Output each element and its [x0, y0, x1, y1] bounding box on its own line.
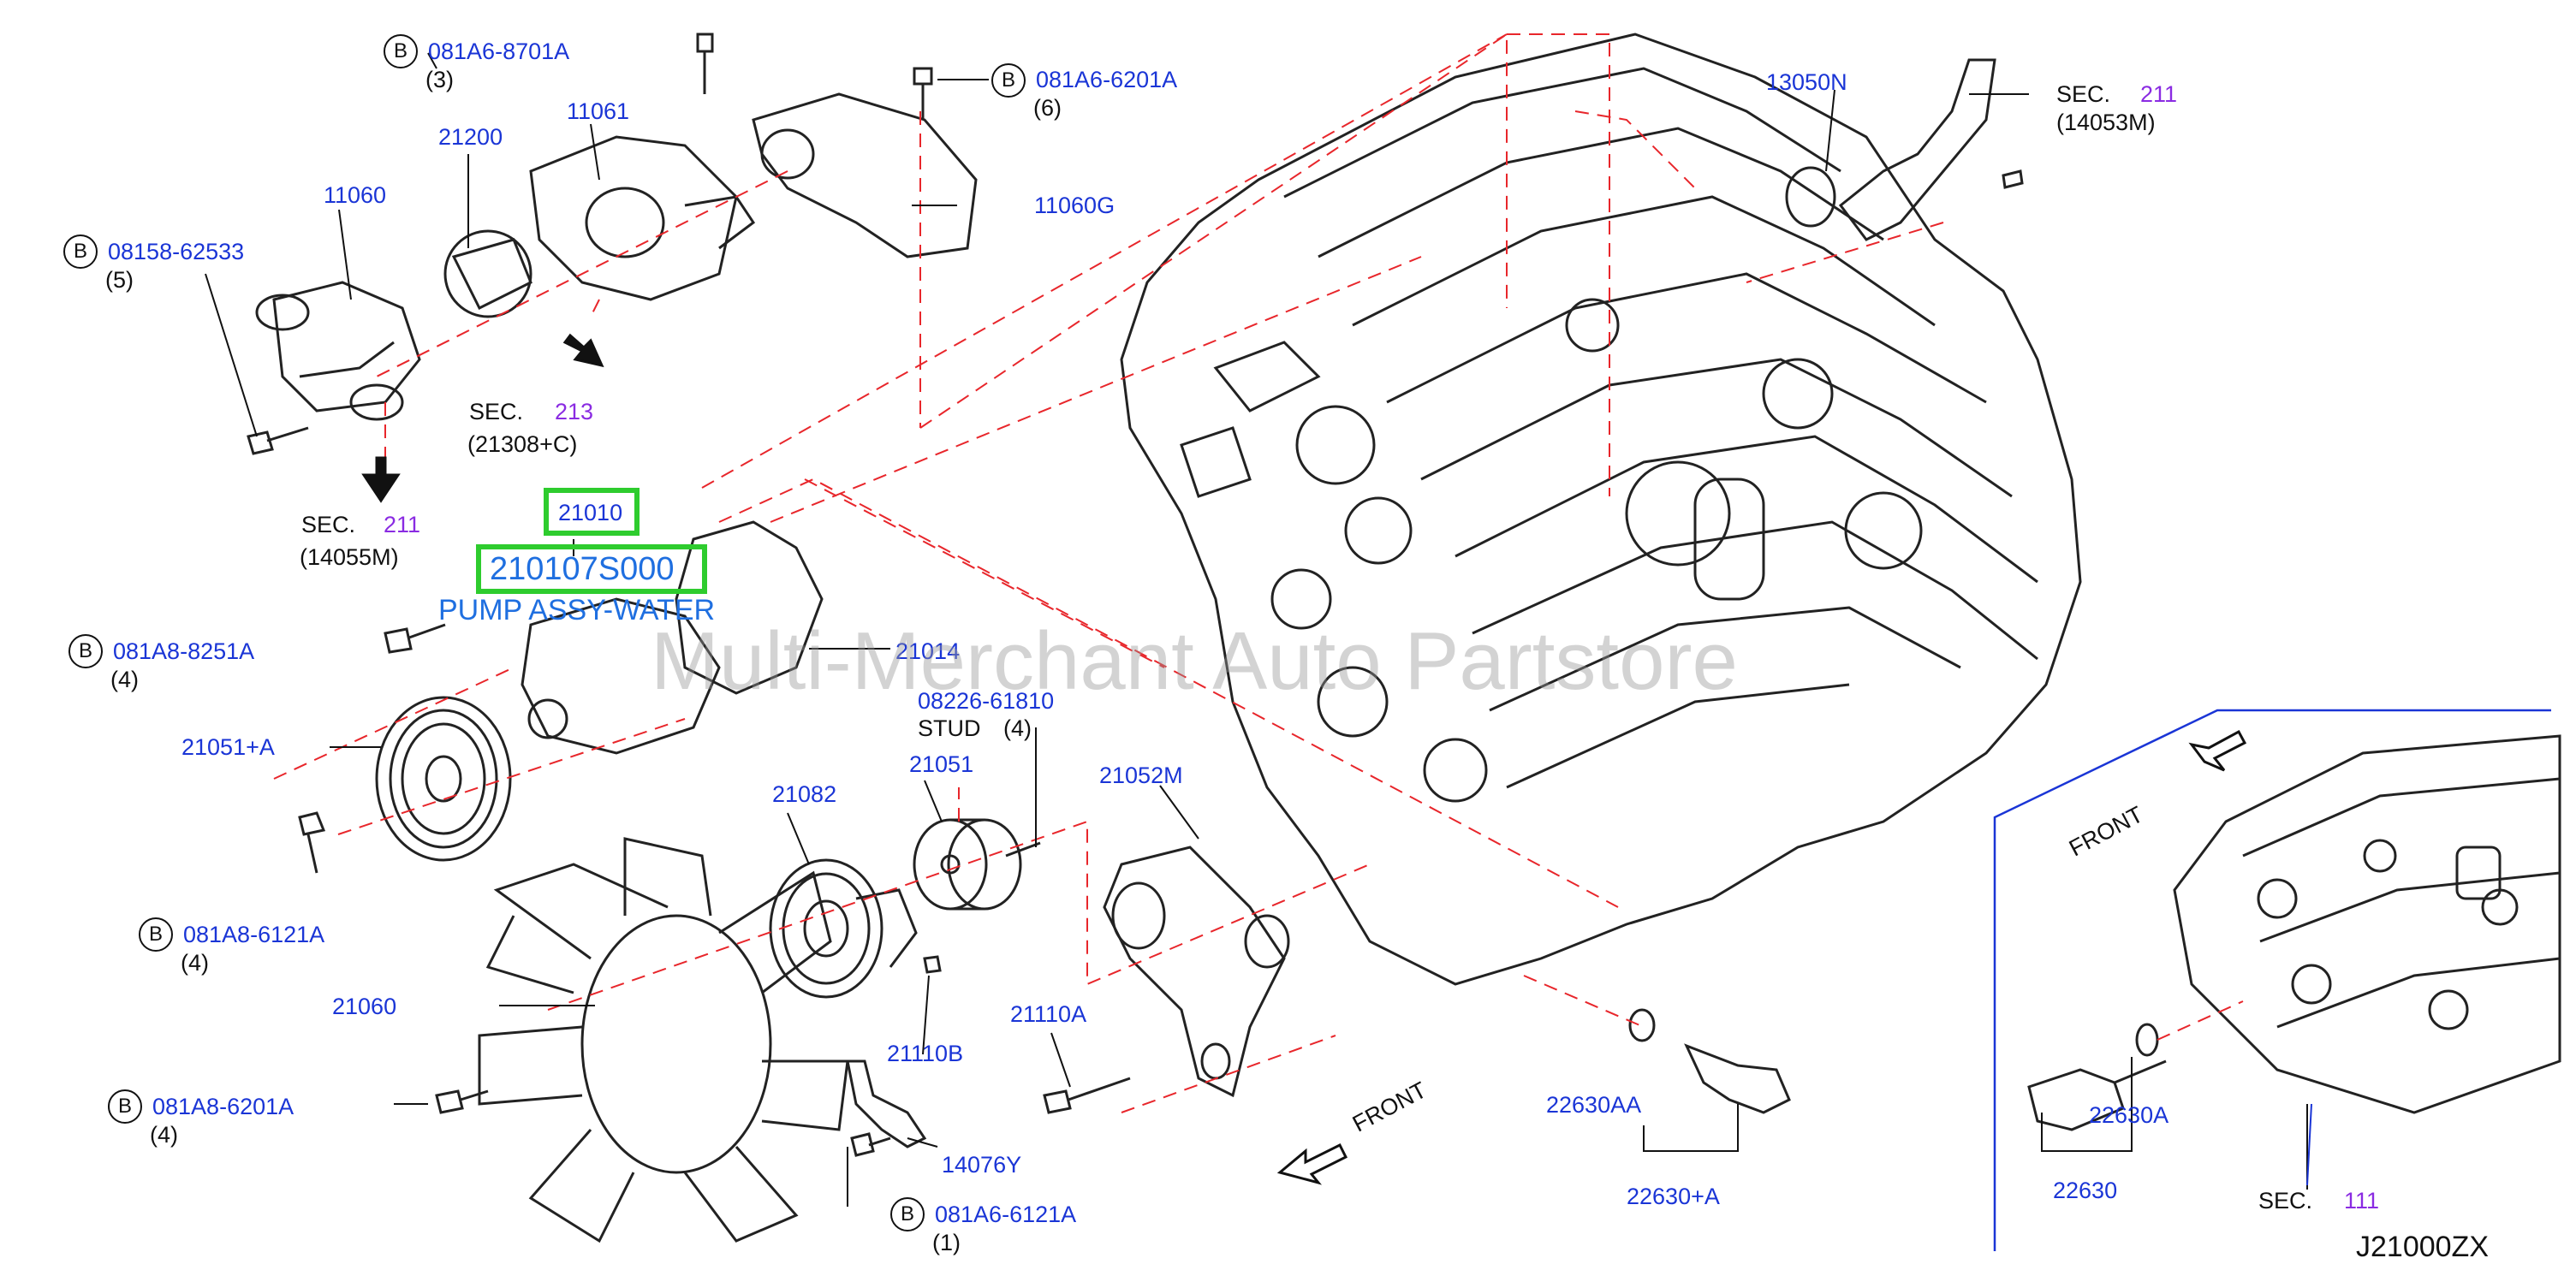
highlight-box-part — [544, 488, 640, 536]
bracket-14076y — [846, 1059, 927, 1148]
bolt-symbol-icon: B — [384, 34, 418, 68]
part-label-11060[interactable]: 11060 — [324, 182, 387, 208]
part-qty: (3) — [425, 67, 454, 92]
part-label-21051-plus-a[interactable]: 21051+A — [181, 734, 275, 760]
section-number-link[interactable]: 111 — [2344, 1188, 2380, 1214]
part-label-081a8-6201a[interactable]: 081A8-6201A — [152, 1094, 294, 1119]
bolt-symbol-icon: B — [108, 1089, 142, 1124]
pulley-21051a — [375, 696, 512, 862]
part-label-081a8-8251a[interactable]: 081A8-8251A — [113, 638, 255, 664]
bolts — [247, 33, 2024, 1157]
water-pump — [521, 520, 824, 755]
fan-clutch-21082 — [769, 858, 918, 999]
section-number-link[interactable]: 211 — [2140, 81, 2178, 107]
bracket-21052m — [1103, 846, 1290, 1098]
section-ref: (14055M) — [300, 544, 399, 570]
watermark: Multi-Merchant Auto Partstore — [651, 615, 1738, 707]
part-label-21014[interactable]: 21014 — [895, 638, 961, 664]
section-ref: (14053M) — [2056, 110, 2156, 135]
part-label-21060[interactable]: 21060 — [332, 994, 397, 1019]
dashed-leaders — [273, 33, 2244, 1113]
stud-label: STUD — [918, 715, 981, 741]
section-ref: (21308+C) — [467, 431, 578, 457]
part-label-14076y[interactable]: 14076Y — [942, 1152, 1022, 1178]
part-label-081a6-6201a[interactable]: 081A6-6201A — [1036, 67, 1178, 92]
section-label: SEC. — [2056, 81, 2111, 107]
front-arrows — [1276, 729, 2247, 1185]
part-label-21200[interactable]: 21200 — [438, 124, 503, 150]
part-qty: (4) — [110, 667, 139, 692]
fan-21060 — [478, 837, 849, 1243]
highlighted-part-number[interactable]: 210107S000 — [490, 551, 675, 587]
part-label-21110a[interactable]: 21110A — [1010, 1001, 1087, 1027]
part-label-22630aa[interactable]: 22630AA — [1546, 1092, 1642, 1118]
part-label-08158-62533[interactable]: 08158-62533 — [108, 239, 245, 264]
part-qty: (4) — [1003, 715, 1032, 741]
pulley-21051 — [913, 818, 1022, 911]
part-qty: (4) — [150, 1122, 178, 1148]
part-label-11061[interactable]: 11061 — [567, 98, 630, 124]
temp-sensor — [1628, 1008, 1791, 1114]
part-qty: (1) — [932, 1230, 961, 1255]
bolt-symbol-icon: B — [68, 634, 103, 668]
bolt-symbol-icon: B — [63, 234, 98, 269]
part-label-21082[interactable]: 21082 — [772, 781, 837, 807]
engine-block — [1120, 33, 2082, 986]
part-label-21110b[interactable]: 21110B — [887, 1041, 964, 1066]
inset-leader — [2306, 1103, 2312, 1186]
part-qty: (6) — [1033, 95, 1062, 121]
section-label: SEC. — [469, 399, 524, 424]
highlighted-part-description: PUMP ASSY-WATER — [438, 594, 716, 626]
bolt-symbol-icon: B — [890, 1197, 925, 1231]
inset-frame — [1993, 709, 2551, 1251]
section-label: SEC. — [301, 512, 356, 537]
part-qty: (5) — [105, 267, 134, 293]
diagram-id: J21000ZX — [2356, 1231, 2489, 1263]
section-number-link[interactable]: 213 — [555, 399, 594, 424]
part-label-22630a[interactable]: 22630A — [2089, 1102, 2169, 1128]
part-label-081a6-8701a[interactable]: 081A6-8701A — [428, 39, 570, 64]
part-label-11060g[interactable]: 11060G — [1034, 193, 1115, 218]
section-label: SEC. — [2258, 1188, 2313, 1214]
thermostat-parts — [255, 58, 1996, 421]
part-label-081a6-6121a[interactable]: 081A6-6121A — [935, 1202, 1077, 1227]
part-label-21051[interactable]: 21051 — [909, 751, 974, 777]
part-label-21010[interactable]: 21010 — [558, 500, 623, 525]
part-label-13050n[interactable]: 13050N — [1766, 69, 1847, 95]
section-number-link[interactable]: 211 — [384, 512, 421, 537]
bolt-symbol-icon: B — [991, 63, 1026, 98]
inset-cylinder-head — [2173, 734, 2561, 1114]
section-arrows — [361, 333, 604, 503]
part-label-22630[interactable]: 22630 — [2053, 1178, 2118, 1203]
part-label-22630-plus-a[interactable]: 22630+A — [1627, 1184, 1720, 1209]
part-label-08226-61810[interactable]: 08226-61810 — [918, 688, 1055, 714]
highlight-box-number — [476, 544, 707, 594]
part-label-21052m[interactable]: 21052M — [1099, 763, 1183, 788]
part-label-081a8-6121a[interactable]: 081A8-6121A — [183, 922, 325, 947]
bolt-symbol-icon: B — [139, 917, 173, 952]
part-qty: (4) — [181, 950, 209, 976]
